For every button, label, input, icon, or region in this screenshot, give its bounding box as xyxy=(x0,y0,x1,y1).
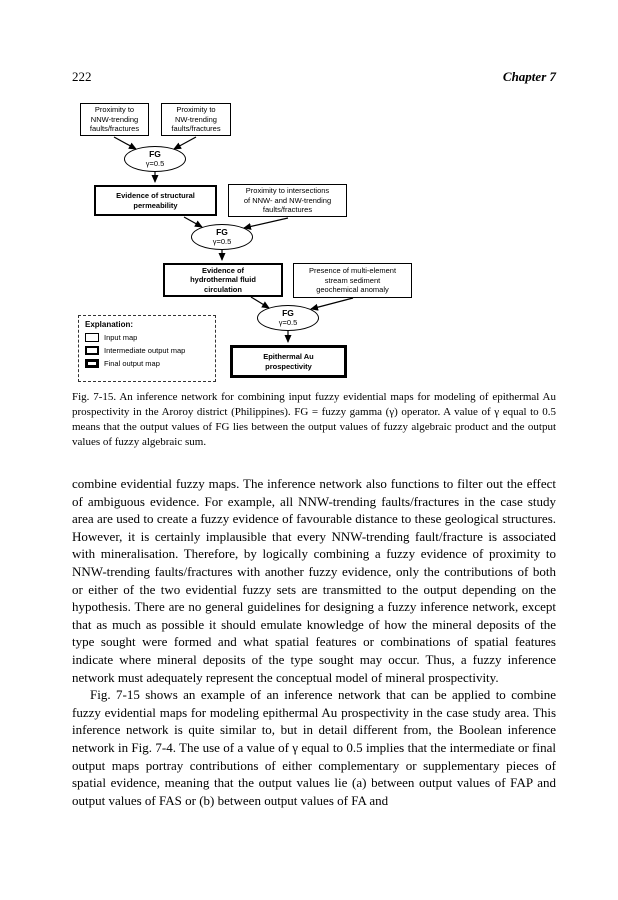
fg-operator-label: FG xyxy=(282,308,294,318)
legend-item-input-map: Input map xyxy=(85,333,209,342)
input-map-swatch xyxy=(85,333,99,342)
fg-operator-1: FG γ=0.5 xyxy=(124,146,186,172)
fg-operator-2: FG γ=0.5 xyxy=(191,224,253,250)
fg-gamma-value: γ=0.5 xyxy=(145,159,165,168)
fg-gamma-value: γ=0.5 xyxy=(212,237,232,246)
diagram-arrows xyxy=(113,136,354,343)
node-structural-permeability: Evidence of structural permeability xyxy=(94,185,217,216)
node-hydrothermal-circulation: Evidence of hydrothermal fluid circulati… xyxy=(163,263,283,297)
node-proximity-nw-faults: Proximity to NW-trending faults/fracture… xyxy=(161,103,231,136)
legend-item-final-output-map: Final output map xyxy=(85,359,209,368)
node-stream-sediment-anomaly: Presence of multi-element stream sedimen… xyxy=(293,263,412,298)
fg-operator-3: FG γ=0.5 xyxy=(257,305,319,331)
page-header: 222 Chapter 7 xyxy=(72,69,556,85)
fg-gamma-value: γ=0.5 xyxy=(278,318,298,327)
page-number: 222 xyxy=(72,69,92,84)
legend: Explanation: Input map Intermediate outp… xyxy=(78,315,216,382)
body-text: combine evidential fuzzy maps. The infer… xyxy=(72,475,556,809)
body-paragraph-2: Fig. 7-15 shows an example of an inferen… xyxy=(72,687,556,808)
fg-operator-label: FG xyxy=(216,227,228,237)
legend-item-label: Intermediate output map xyxy=(104,346,186,355)
figure-caption: Fig. 7-15. An inference network for comb… xyxy=(72,391,556,448)
intermediate-output-map-swatch xyxy=(85,346,99,355)
node-proximity-nnw-faults: Proximity to NNW-trending faults/fractur… xyxy=(80,103,149,136)
chapter-heading: Chapter 7 xyxy=(502,69,556,84)
node-epithermal-au-prospectivity: Epithermal Au prospectivity xyxy=(230,345,347,378)
legend-item-label: Input map xyxy=(104,333,138,342)
fg-operator-label: FG xyxy=(149,149,161,159)
legend-item-label: Final output map xyxy=(104,359,160,368)
figure-7-15-inference-network: Proximity to NNW-trending faults/fractur… xyxy=(72,100,420,385)
node-proximity-intersections: Proximity to intersections of NNW- and N… xyxy=(228,184,347,217)
legend-title: Explanation: xyxy=(85,320,134,329)
final-output-map-swatch xyxy=(85,359,99,368)
legend-item-intermediate-output-map: Intermediate output map xyxy=(85,346,209,355)
body-paragraph-1: combine evidential fuzzy maps. The infer… xyxy=(72,476,556,685)
